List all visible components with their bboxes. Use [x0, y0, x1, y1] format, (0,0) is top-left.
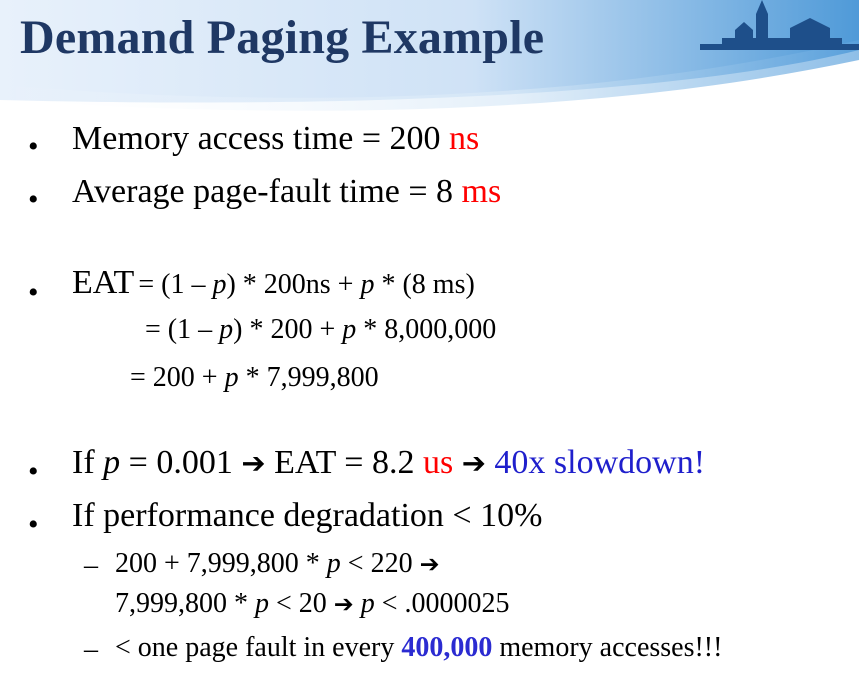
text: 200 + 7,999,800 *	[115, 548, 327, 579]
church-icon	[700, 0, 859, 50]
right-arrow-icon: ➔	[333, 590, 354, 618]
eat-line-3: = 200 + p * 7,999,800	[130, 362, 379, 394]
text: memory accesses!!!	[492, 632, 723, 663]
bullet-marker: •	[28, 455, 39, 488]
sub-inequality-line-2: 7,999,800 * p < 20 ➔ p < .0000025	[115, 588, 510, 620]
highlight-number: 400,000	[401, 632, 493, 663]
var-p: p	[342, 314, 357, 345]
var-p: p	[224, 362, 239, 393]
unit-ns: ns	[449, 120, 480, 157]
bullet-degradation: If performance degradation < 10%	[72, 497, 543, 534]
var-p: p	[219, 314, 234, 345]
bullet-memory-access: Memory access time = 200 ns	[72, 120, 479, 158]
bullet-marker: •	[28, 508, 39, 541]
eat-label: EAT	[72, 264, 135, 301]
text: 7,999,800 *	[115, 588, 255, 619]
var-p: p	[103, 444, 121, 481]
bullet-marker: •	[28, 276, 39, 309]
text: < 220	[340, 548, 420, 579]
right-arrow-icon: ➔	[241, 446, 266, 480]
text: < one page fault in every	[115, 632, 402, 663]
sub-page-fault-frequency: < one page fault in every 400,000 memory…	[115, 632, 722, 664]
var-p: p	[212, 269, 227, 300]
sub-inequality-line-1: 200 + 7,999,800 * p < 220 ➔	[115, 548, 440, 580]
eat-line-2: = (1 – p) * 200 + p * 8,000,000	[145, 314, 496, 346]
slowdown-text: 40x slowdown!	[494, 444, 706, 481]
right-arrow-icon: ➔	[419, 550, 440, 578]
eat-line-1: EAT = (1 – p) * 200ns + p * (8 ms)	[72, 264, 475, 302]
bullet-marker: •	[28, 183, 39, 216]
var-p: p	[360, 588, 375, 619]
eat-eq-1b: ) * 200ns +	[226, 269, 361, 300]
eat-eq-3b: * 7,999,800	[238, 362, 379, 393]
bullet-text: Average page-fault time = 8	[72, 173, 462, 210]
text: If	[72, 444, 104, 481]
text: EAT = 8.2	[265, 444, 423, 481]
slide-title: Demand Paging Example	[20, 11, 545, 64]
text: < 20	[269, 588, 334, 619]
eat-eq-2c: * 8,000,000	[356, 314, 497, 345]
text: < .0000025	[374, 588, 510, 619]
text: = 0.001	[120, 444, 242, 481]
bullet-slowdown: If p = 0.001 ➔ EAT = 8.2 us ➔ 40x slowdo…	[72, 444, 705, 482]
eat-eq-1a: = (1 –	[138, 269, 213, 300]
unit-us: us	[422, 444, 454, 481]
eat-eq-3a: = 200 +	[130, 362, 225, 393]
sub-bullet-dash: –	[84, 550, 98, 581]
var-p: p	[326, 548, 341, 579]
var-p: p	[360, 269, 375, 300]
eat-eq-2a: = (1 –	[145, 314, 220, 345]
right-arrow-icon: ➔	[461, 446, 486, 480]
eat-eq-2b: ) * 200 +	[233, 314, 343, 345]
bullet-page-fault-time: Average page-fault time = 8 ms	[72, 173, 501, 211]
bullet-marker: •	[28, 130, 39, 163]
unit-ms: ms	[461, 173, 502, 210]
sub-bullet-dash: –	[84, 634, 98, 665]
eat-eq-1c: * (8 ms)	[374, 269, 475, 300]
header-decoration	[0, 0, 859, 111]
bullet-text: Memory access time = 200	[72, 120, 450, 157]
var-p: p	[255, 588, 269, 619]
